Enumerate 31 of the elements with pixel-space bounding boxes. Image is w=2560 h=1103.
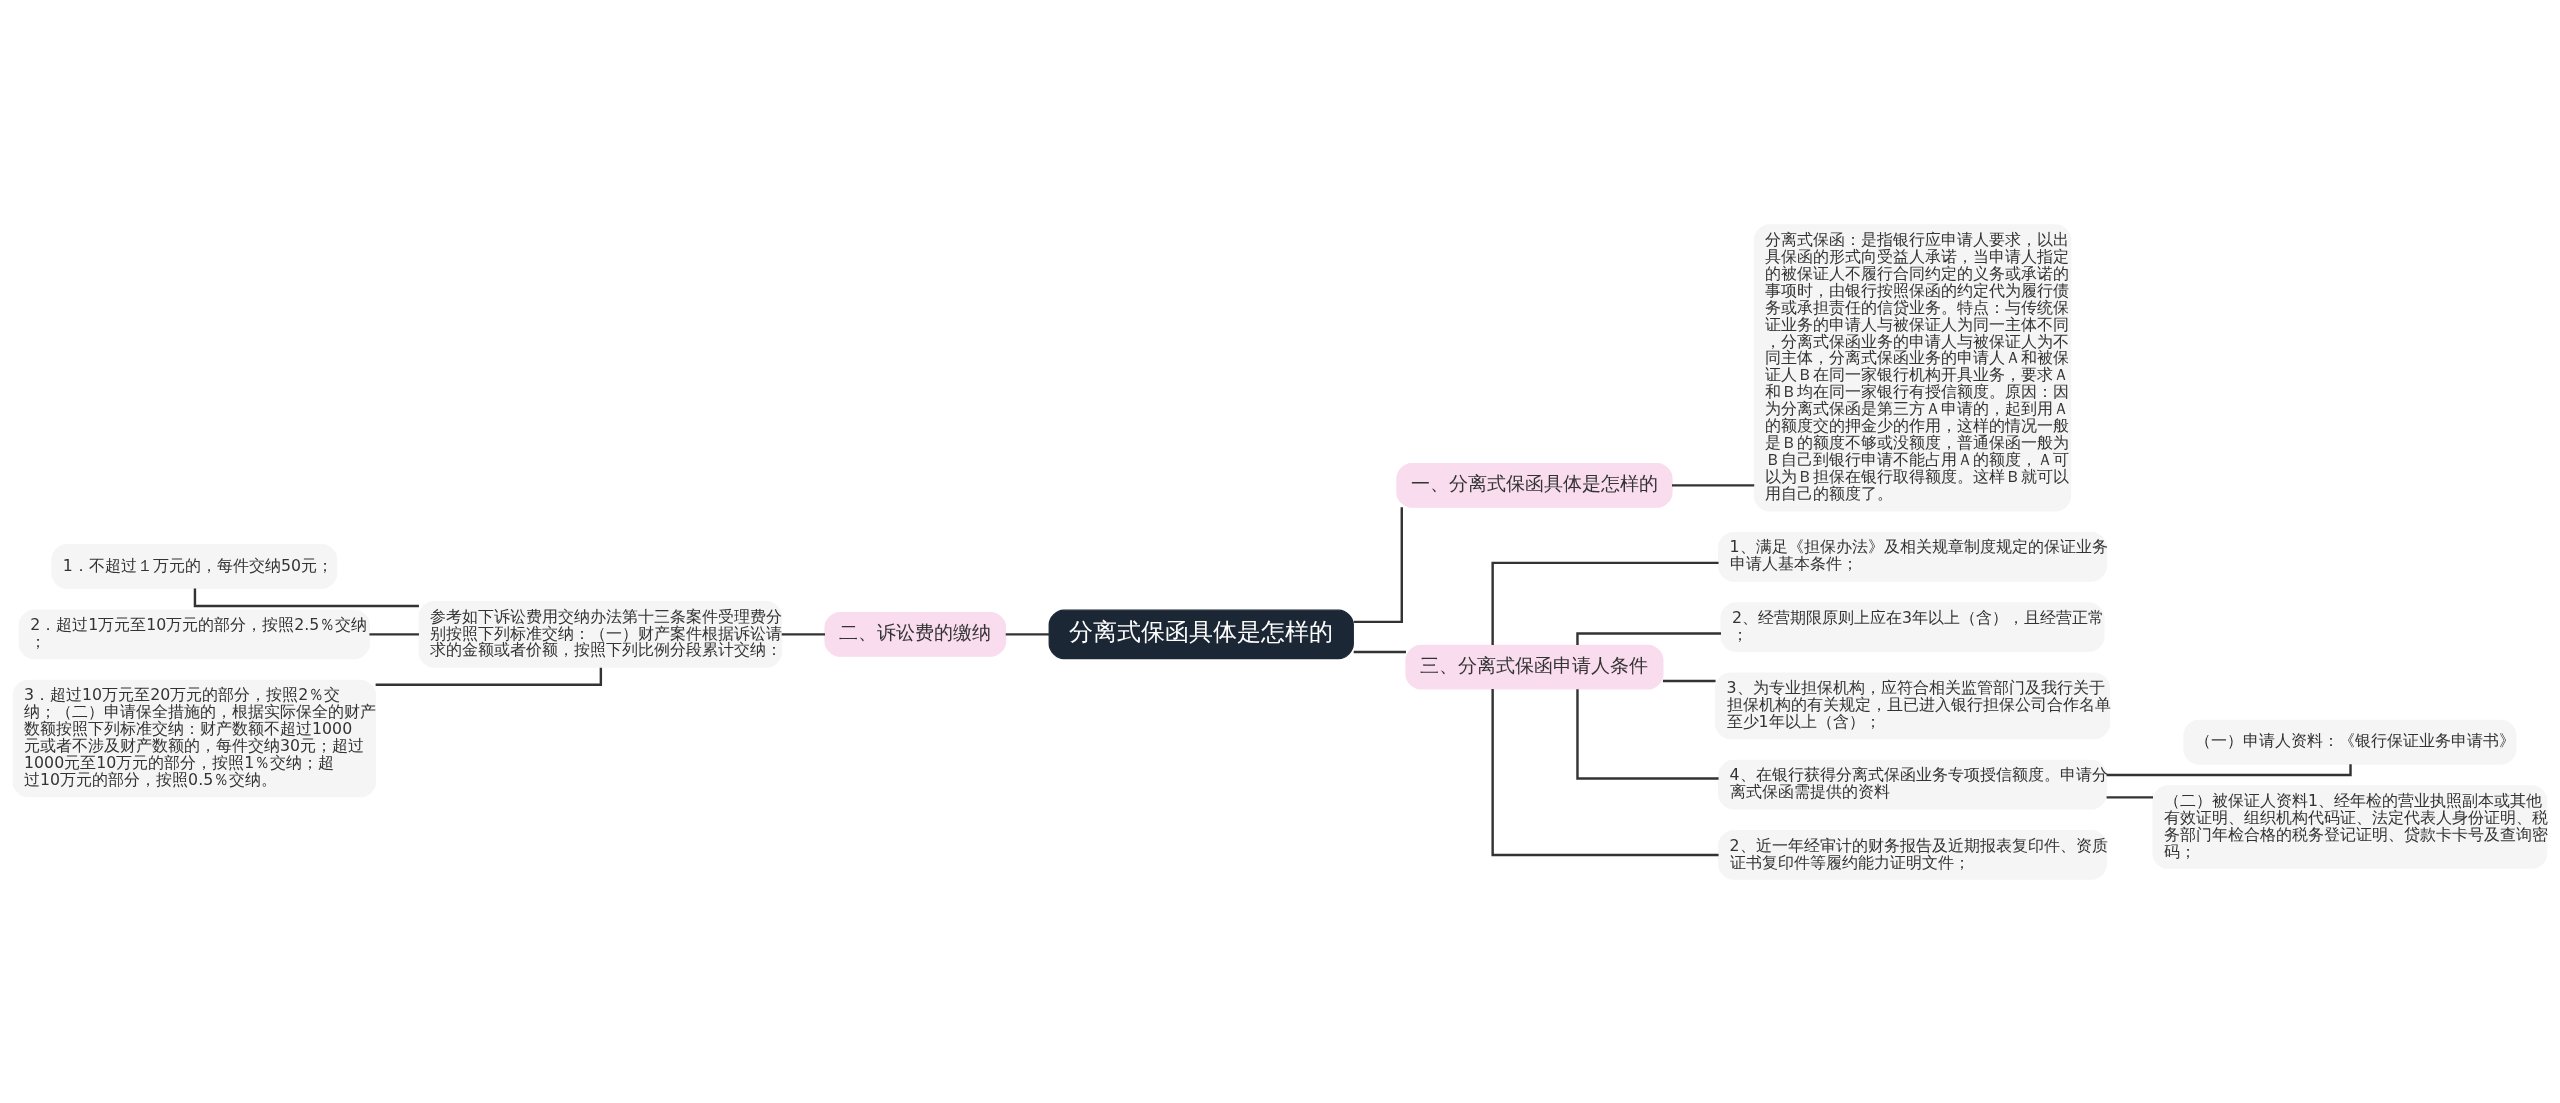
connector	[781, 632, 825, 636]
node-box: 4、在银行获得分离式保函业务专项授信额度。申请分离式保函需提供的资料	[1718, 759, 2107, 809]
node-box: 参考如下诉讼费用交纳办法第十三条案件受理费分别按照下列标准交纳：（一）财产案件根据诉讼请求的金额或者价额，按照下列比例分段累计交纳：	[418, 600, 782, 668]
node-box: （二）被保证人资料1、经年检的营业执照副本或其他有效证明、组织机构代码证、法定代表人身份证明、税务部门年检合格的税务登记证明、贷款卡卡号及查询密码；	[2152, 784, 2548, 869]
connector	[1005, 632, 1050, 636]
connector	[1576, 631, 1721, 645]
node-box: 分离式保函具体是怎样的	[1048, 609, 1354, 659]
connector	[1672, 483, 1755, 487]
connector	[1662, 679, 1716, 682]
node-box: 三、分离式保函申请人条件	[1405, 644, 1664, 690]
node-box: 3．超过10万元至20万元的部分，按照2％交纳；（二）申请保全措施的，根据实际保全的财产数额按照下列标准交纳：财产数额不超过1000元或者不涉及财产数额的，每件交纳30元；超过1000元至10万元的部分，按照1％交纳；超过10万元的部分，按照0.5％交纳。	[12, 679, 377, 797]
node-box: 1．不超过１万元的，每件交纳50元；	[51, 543, 338, 589]
connector	[193, 588, 419, 607]
connector	[1576, 688, 1719, 780]
connector	[375, 667, 603, 686]
connector	[1491, 688, 1719, 856]
node-box: 1、满足《担保办法》及相关规章制度规定的保证业务申请人基本条件；	[1718, 531, 2107, 582]
node-box: 一、分离式保函具体是怎样的	[1396, 462, 1673, 508]
connector	[369, 632, 419, 636]
node-box: （一）申请人资料：《银行保证业务申请书》	[2183, 719, 2517, 765]
connector	[1491, 561, 1719, 645]
connector	[1353, 506, 1403, 623]
node-box: 分离式保函：是指银行应申请人要求，以出具保函的形式向受益人承诺，当申请人指定的被保证人不履行合同约定的义务或承诺的事项时，由银行按照保函的约定代为履行债务或承担责任的信贷业务。特点：与传统保证业务的申请人与被保证人为同一主体不同，分离式保函业务的申请人与被保证人为不同主体，分离式保函业务的申请人Ａ和被保证人Ｂ在同一家银行机构开具业务，要求Ａ和Ｂ均在同一家银行有授信额度。原因：因为分离式保函是第三方Ａ申请的，起到用Ａ的额度交的押金少的作用，这样的情况一般是Ｂ的额度不够或没额度，普通保函一般为Ｂ自己到银行申请不能占用Ａ的额度，Ａ可以为Ｂ担保在银行取得额度。这样Ｂ就可以用自己的额度了。	[1753, 223, 2072, 511]
connector	[2106, 763, 2352, 776]
node-box: 2、经营期限原则上应在3年以上（含），且经营正常；	[1720, 601, 2105, 652]
node-box: 2、近一年经审计的财务报告及近期报表复印件、资质证书复印件等履约能力证明文件；	[1718, 829, 2107, 880]
connector	[2106, 795, 2153, 799]
node-box: 3、为专业担保机构，应符合相关监管部门及我行关于担保机构的有关规定，且已进入银行担保公司合作名单至少1年以上（含）；	[1715, 672, 2110, 739]
node-box: 二、诉讼费的缴纳	[824, 611, 1007, 657]
connector	[1353, 650, 1406, 653]
node-box: 2．超过1万元至10万元的部分，按照2.5％交纳；	[18, 609, 371, 659]
